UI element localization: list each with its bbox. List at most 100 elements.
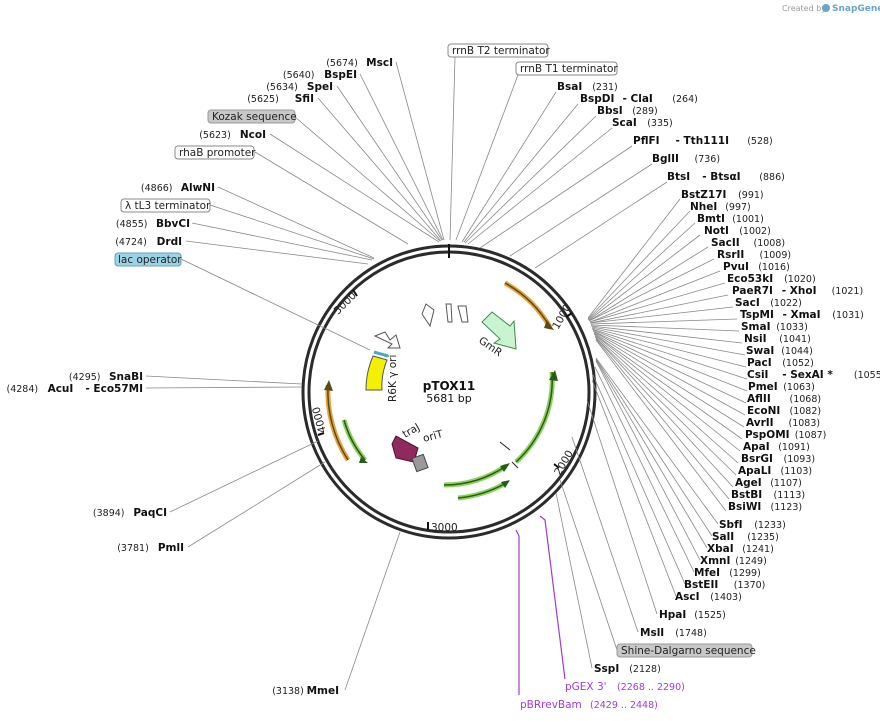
- site-position: (1009): [760, 250, 792, 261]
- primer-range-pbrrev: (2429 .. 2448): [590, 700, 658, 711]
- primer-line-pgex: [539, 515, 566, 680]
- site-name: BstEII: [684, 579, 718, 591]
- site-position: (5640): [283, 70, 315, 81]
- traj-arrow-icon: [391, 435, 419, 463]
- snapgene-logo-icon: [822, 4, 830, 12]
- leader-r23: [594, 336, 737, 476]
- leader-r25: [595, 338, 730, 500]
- site-bstz17i: BstZ17I(991): [681, 189, 764, 201]
- site-position: (5623): [199, 130, 231, 141]
- site-name: SacI: [735, 297, 760, 309]
- site-sacii: SacII(1008): [711, 237, 785, 249]
- site-apali: ApaLI(1103): [738, 465, 812, 477]
- site-bmti: BmtI(1001): [697, 213, 764, 225]
- site-position: (1370): [734, 580, 766, 591]
- site-spei: SpeI (5634): [266, 81, 333, 93]
- site-position: (1052): [782, 358, 814, 369]
- leader-r11: [590, 324, 740, 332]
- site-tspmi: TspMI- XmaI(1031): [740, 309, 864, 321]
- site-bsiwi: BsiWI(1123): [728, 501, 802, 513]
- site-position: (4866): [141, 183, 173, 194]
- leader-lac: [180, 258, 371, 351]
- site-position: (4284): [7, 384, 39, 395]
- site-position: (1031): [832, 310, 864, 321]
- site-name-alt: - ClaI: [623, 93, 653, 105]
- site-name-alt: - Eco57MI: [85, 383, 143, 395]
- credit: Created by SnapGene: [782, 4, 880, 14]
- site-position: (1241): [742, 544, 774, 555]
- lac-operator-mark: [373, 350, 389, 358]
- site-name: SmaI: [741, 321, 771, 333]
- site-nsii: NsiI(1041): [744, 333, 811, 345]
- site-name: AscI: [675, 591, 700, 603]
- green-arc-bottom2-head-icon: [501, 480, 510, 488]
- site-swai: SwaI(1044): [746, 345, 813, 357]
- site-ncoi: NcoI(5623): [199, 129, 266, 141]
- site-position: (1001): [732, 214, 764, 225]
- site-noti: NotI(1002): [704, 225, 771, 237]
- leader-r12: [590, 325, 743, 344]
- primer-name-pgex: pGEX 3': [565, 681, 607, 693]
- site-name: NsiI: [744, 333, 767, 345]
- leader-r31: [594, 366, 695, 573]
- leader-r1: [587, 210, 691, 320]
- site-position: (3894): [93, 508, 125, 519]
- site-name: BspDI: [580, 93, 614, 105]
- site-scai: ScaI(335): [612, 117, 673, 129]
- site-paqci: PaqCI(3894): [93, 507, 167, 519]
- site-position: (1021): [832, 286, 864, 297]
- site-position: (1748): [675, 628, 707, 639]
- leader-sspI: [555, 492, 593, 669]
- site-name: CsiI: [747, 369, 768, 381]
- site-paer7i: PaeR7I- XhoI(1021): [732, 285, 863, 297]
- site-name: PmeI: [748, 381, 778, 393]
- leader-r32: [592, 374, 686, 585]
- site-name: NotI: [704, 225, 729, 237]
- site-econi: EcoNI(1082): [747, 405, 821, 417]
- site-avrii: AvrII(1083): [746, 417, 820, 429]
- site-name: Eco53kI: [727, 273, 773, 285]
- site-name: SfiI: [295, 93, 314, 105]
- rhab-promoter-icon: [421, 303, 435, 328]
- green-arc-right: [514, 371, 555, 464]
- tick-label-3000: 3000: [431, 522, 458, 534]
- site-position: (5634): [266, 82, 298, 93]
- leader-r20: [593, 333, 743, 440]
- leader-r9: [589, 306, 734, 324]
- site-position: (1235): [747, 532, 779, 543]
- site-bbsi: BbsI(289): [597, 105, 658, 117]
- site-sbfi: SbfI(1233): [719, 519, 786, 531]
- primer-labels: pGEX 3' (2268 .. 2290) pBRrevBam (2429 .…: [520, 681, 685, 711]
- site-position: (736): [695, 154, 721, 165]
- site-position: (2128): [629, 664, 661, 675]
- leader-sd: [559, 479, 618, 651]
- feature-box-kozak: [207, 109, 296, 124]
- site-xmni: XmnI(1249): [700, 555, 767, 567]
- leader-r13: [591, 326, 746, 356]
- site-position: (3781): [117, 543, 149, 554]
- terminator-t1-icon: [457, 305, 469, 323]
- leader-r6: [589, 270, 721, 323]
- orange-arc-top-head-icon: [544, 320, 554, 330]
- leader-r22: [594, 335, 739, 464]
- site-aflii: AflII(1068): [747, 393, 821, 405]
- site-bsrgi: BsrGI(1093): [741, 453, 815, 465]
- leader-r7: [589, 282, 726, 323]
- leader-bbsI: [464, 115, 597, 244]
- site-position: (1068): [790, 394, 822, 405]
- site-name: EcoNI: [747, 405, 780, 417]
- restriction-sites-left: MscI(5674)BspEI(5640)SpeI(5634)SfiI(5625…: [7, 57, 393, 697]
- leader-drdI: [185, 240, 369, 265]
- leader-bspeI: [359, 73, 444, 241]
- tick-4000: [317, 432, 325, 436]
- orit-block: [411, 453, 429, 473]
- leader-r16: [592, 329, 748, 392]
- site-name: SpeI: [307, 81, 333, 93]
- site-msli: MslI(1748): [640, 627, 707, 639]
- site-name: HpaI: [659, 609, 686, 621]
- site-position: (231): [592, 82, 618, 93]
- site-apai: ApaI(1091): [743, 441, 810, 453]
- site-name: SbfI: [719, 519, 743, 531]
